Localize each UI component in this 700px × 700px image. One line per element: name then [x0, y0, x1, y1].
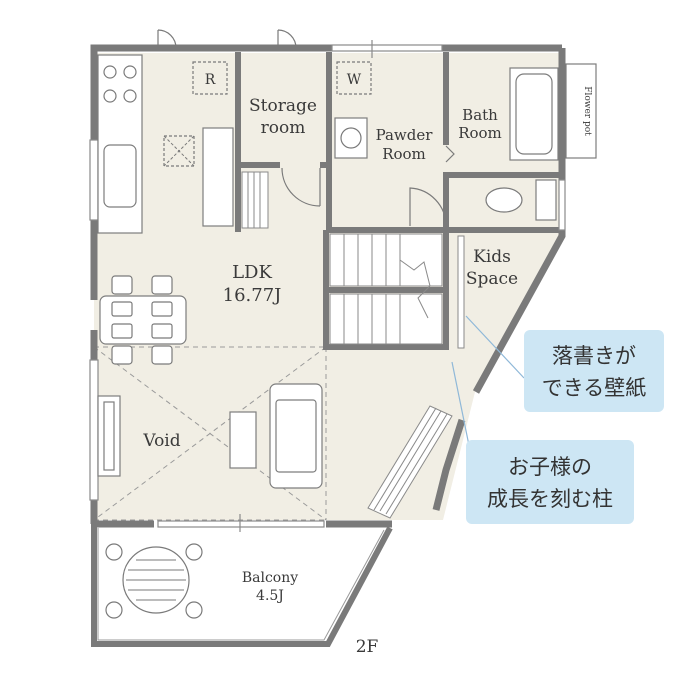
- balcony: Balcony 4.5J: [91, 524, 393, 647]
- toilet-icon: [485, 179, 557, 221]
- sofa: [229, 383, 323, 489]
- small-stairs: [241, 171, 269, 229]
- main-stairs: [329, 233, 443, 345]
- flower-pot-label: Flower pot: [582, 86, 592, 136]
- balcony-label-2: 4.5J: [256, 588, 284, 604]
- storage-room-label-2: room: [261, 118, 306, 138]
- void-label: Void: [142, 431, 180, 451]
- washer-label: W: [347, 72, 362, 88]
- kitchen: [97, 54, 234, 234]
- storage-room-label-1: Storage: [249, 96, 317, 116]
- kids-space-label-1: Kids: [473, 247, 511, 267]
- ldk-label-1: LDK: [232, 262, 272, 283]
- void-area: Void: [97, 395, 181, 477]
- storage-room: Storage room: [249, 96, 317, 138]
- fridge-label: R: [205, 72, 216, 88]
- callout-pillar: お子様の 成長を刻む柱: [451, 361, 634, 524]
- ldk: LDK 16.77J: [223, 262, 282, 306]
- bath-room: Bath Room Flower pot: [458, 63, 597, 161]
- dining-set: [99, 275, 187, 365]
- fridge: R: [192, 61, 228, 95]
- bath-room-label-1: Bath: [462, 106, 498, 124]
- callout-pillar-line-2: 成長を刻む柱: [487, 487, 613, 511]
- kids-space: Kids Space: [457, 235, 518, 349]
- stove-icon: [103, 65, 137, 103]
- top-doors: [157, 29, 297, 49]
- callout-wallpaper-line-2: できる壁紙: [542, 376, 647, 400]
- callout-wallpaper-line-1: 落書きが: [552, 344, 636, 368]
- kids-space-label-2: Space: [466, 269, 518, 289]
- callout-pillar-line-1: お子様の: [508, 455, 592, 479]
- growth-pillar: [367, 405, 453, 519]
- pawder-room-label-2: Room: [382, 145, 426, 163]
- bath-room-label-2: Room: [458, 124, 502, 142]
- balcony-label-1: Balcony: [242, 570, 298, 586]
- ldk-label-2: 16.77J: [223, 285, 282, 306]
- floor-label: 2F: [356, 637, 379, 657]
- storage-door: [281, 167, 321, 207]
- callout-wallpaper: 落書きが できる壁紙: [465, 315, 664, 412]
- powder-room: W Pawder Room: [334, 61, 455, 227]
- pawder-room-label-1: Pawder: [376, 126, 434, 144]
- windows: [89, 40, 566, 532]
